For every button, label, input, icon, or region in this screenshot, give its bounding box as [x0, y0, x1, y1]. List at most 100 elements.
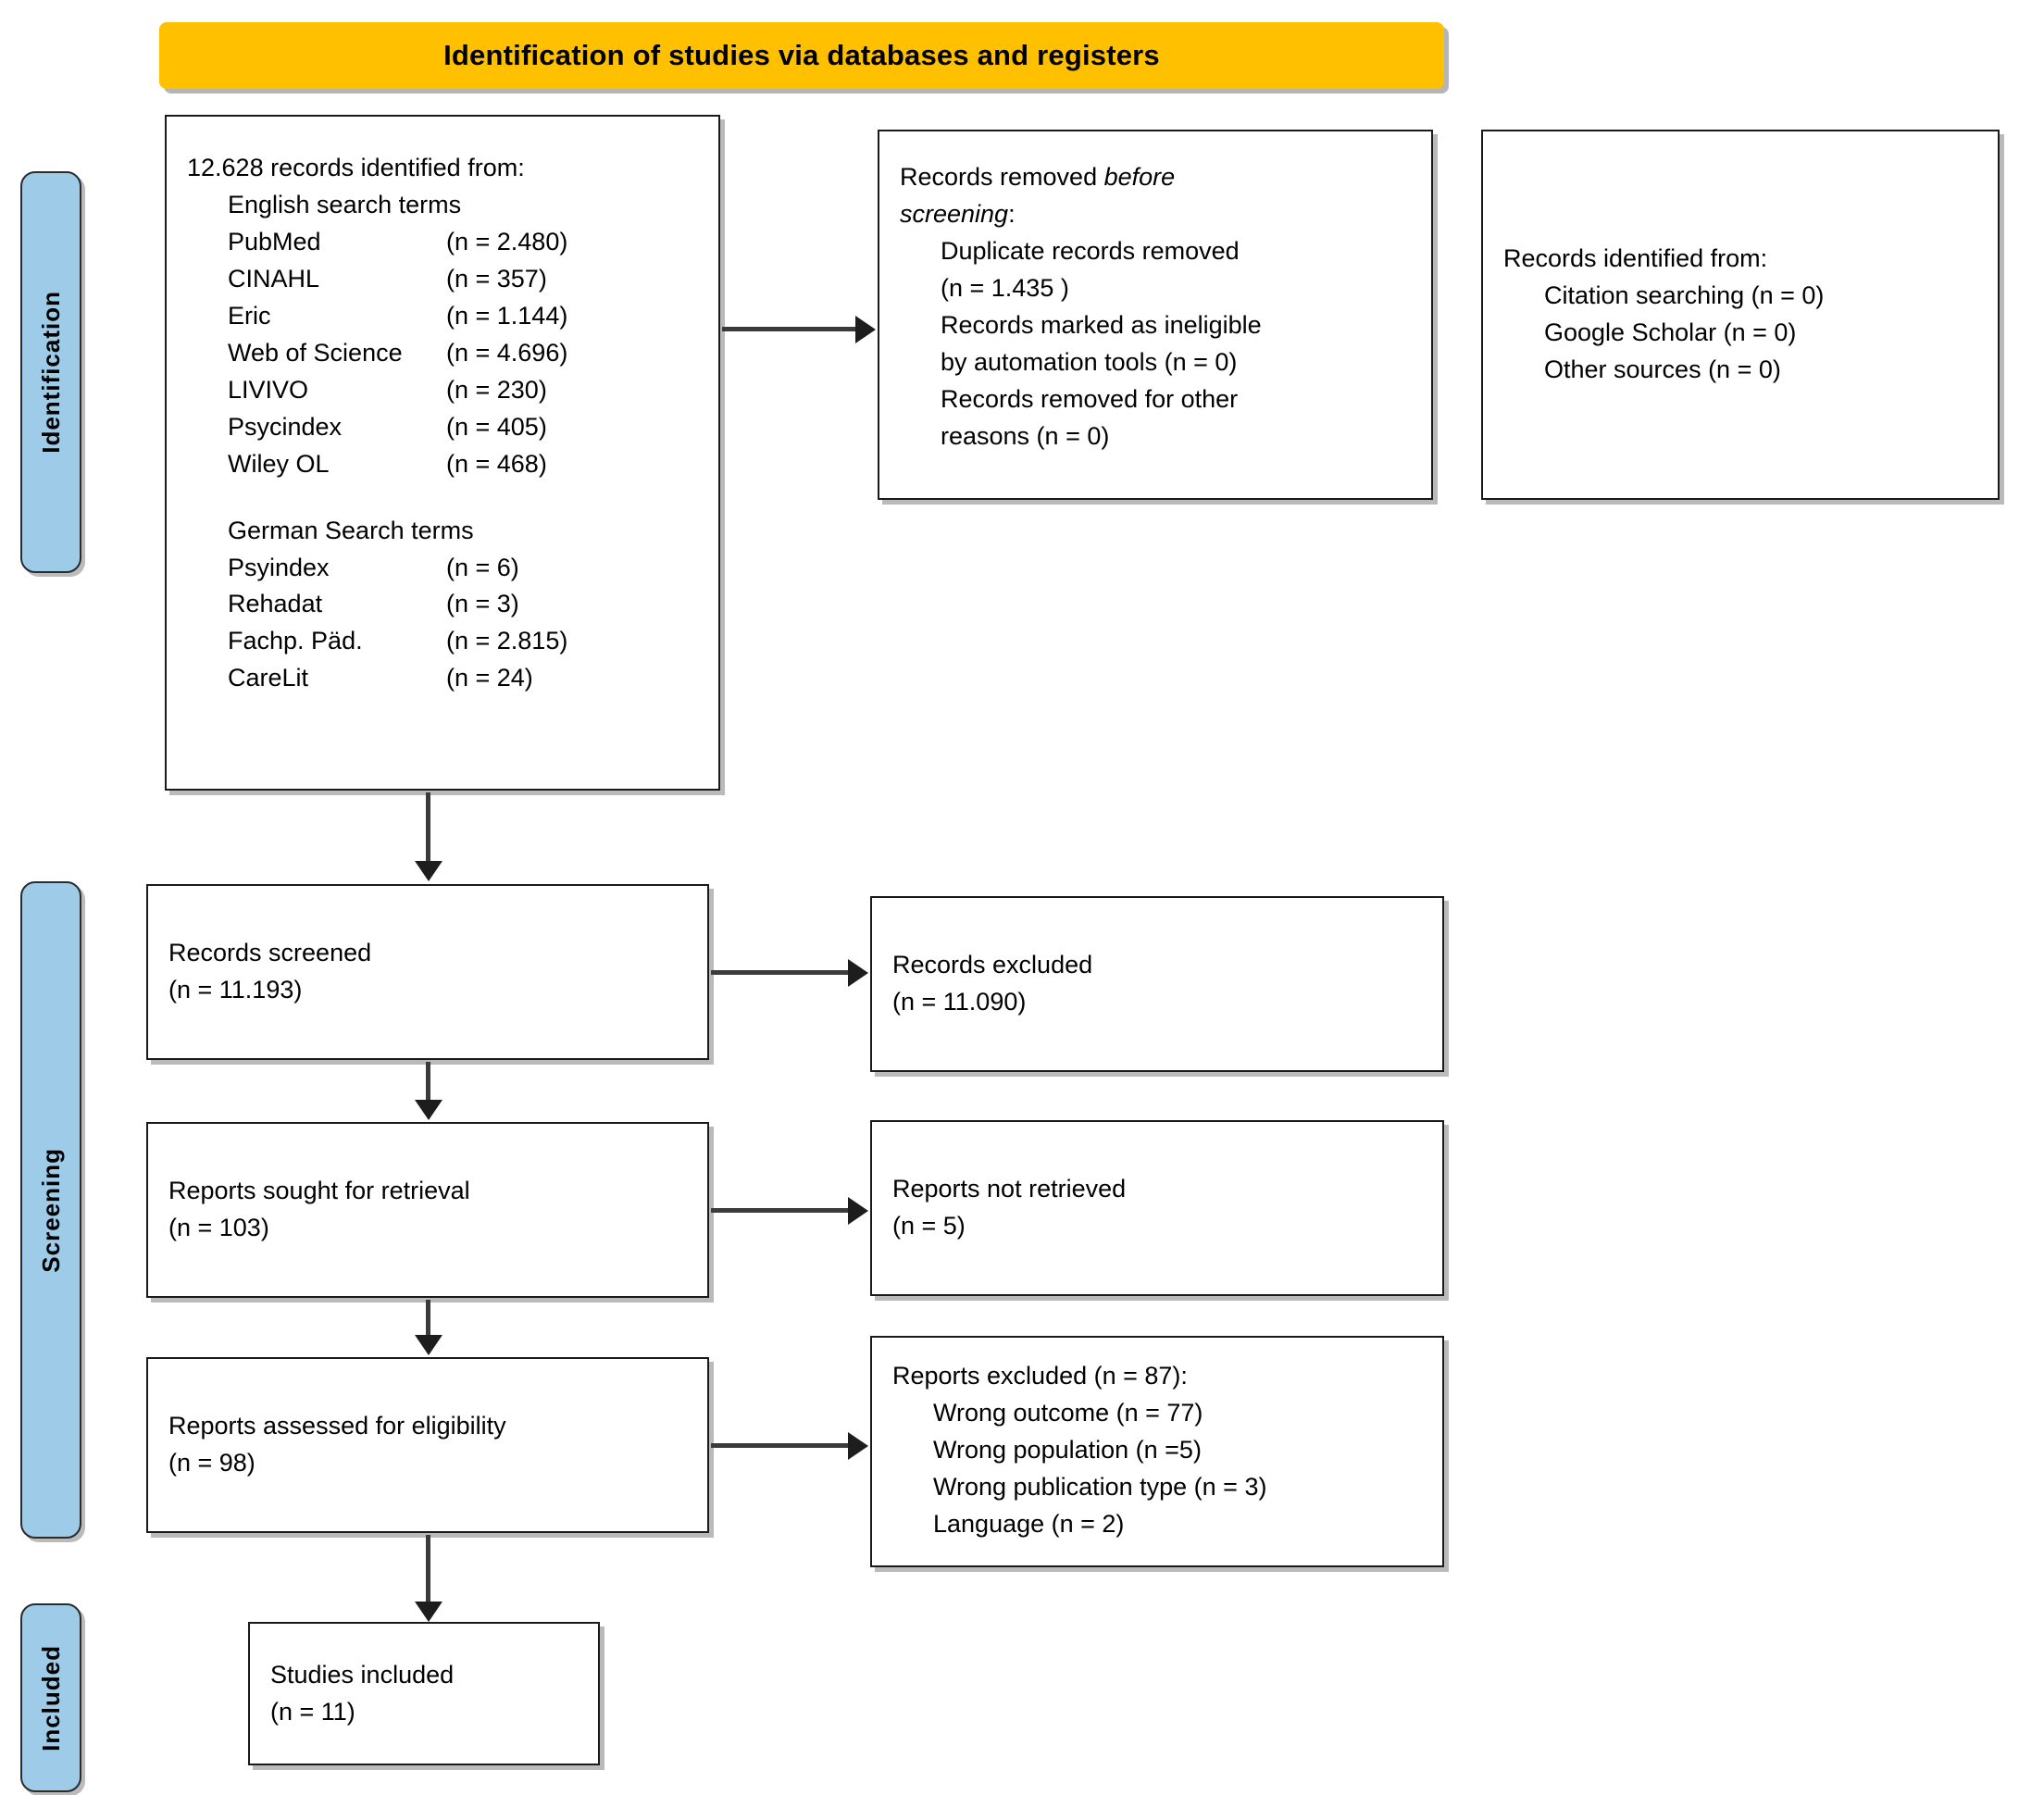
exclusion-reason: Wrong publication type (n = 3) [933, 1472, 1267, 1501]
connector-screened-to-excluded [711, 970, 850, 975]
source-row: Fachp. Päd. (n = 2.815) [187, 623, 698, 660]
connector-assessed-to-excluded [711, 1443, 850, 1448]
exclusion-reason: Wrong outcome (n = 77) [933, 1398, 1203, 1427]
phase-label-identification: Identification [20, 171, 81, 573]
identified-db-heading: 12.628 records identified from: [187, 154, 525, 181]
removed-before-heading-line2: screening: [900, 196, 1411, 233]
diagram-banner: Identification of studies via databases … [159, 22, 1444, 89]
source-name: CareLit [228, 664, 309, 692]
german-terms-heading: German Search terms [228, 516, 474, 544]
box-records-excluded: Records excluded (n = 11.090) [870, 896, 1444, 1072]
identified-other-item: Google Scholar (n = 0) [1544, 318, 1797, 346]
exclusion-reason: Language (n = 2) [933, 1509, 1125, 1538]
removed-item: Duplicate records removed [941, 236, 1240, 265]
removed-item: reasons (n = 0) [941, 421, 1110, 450]
arrow-sought-to-notretrieved [848, 1197, 868, 1225]
source-row: Wiley OL(n = 468) [187, 446, 698, 483]
studies-included-count: (n = 11) [270, 1697, 355, 1726]
connector-sought-to-notretrieved [711, 1208, 850, 1213]
reports-excluded-heading: Reports excluded (n = 87): [892, 1362, 1188, 1390]
reports-not-retrieved-label: Reports not retrieved [892, 1175, 1127, 1203]
source-row: Rehadat (n = 3) [187, 586, 698, 623]
source-count: (n = 4.696) [446, 338, 568, 367]
source-row: CareLit (n = 24) [187, 660, 698, 697]
records-excluded-label: Records excluded [892, 951, 1093, 979]
source-count: (n = 3) [446, 590, 519, 618]
phase-label-included-text: Included [36, 1644, 65, 1751]
reports-not-retrieved-count: (n = 5) [892, 1212, 966, 1240]
source-count: (n = 2.815) [446, 627, 568, 655]
reports-assessed-count: (n = 98) [168, 1449, 256, 1477]
connector-identified-to-removed [722, 327, 857, 331]
source-row: Psyindex (n = 6) [187, 550, 698, 587]
identified-other-heading: Records identified from: [1503, 244, 1768, 273]
phase-label-identification-text: Identification [36, 291, 65, 454]
connector-assessed-to-included [426, 1535, 430, 1603]
arrow-identified-to-removed [855, 316, 876, 343]
connector-sought-to-assessed [426, 1300, 430, 1337]
phase-label-screening-text: Screening [36, 1147, 65, 1273]
removed-item: Records removed for other [941, 384, 1239, 413]
removed-before-heading-part1: Records removed [900, 163, 1104, 191]
box-reports-sought-for-retrieval: Reports sought for retrieval (n = 103) [146, 1122, 709, 1298]
source-name: Wiley OL [228, 449, 330, 478]
reports-assessed-label: Reports assessed for eligibility [168, 1412, 506, 1440]
source-row: Eric (n = 1.144) [187, 298, 698, 335]
arrow-identified-to-screened [415, 861, 442, 881]
box-records-screened: Records screened (n = 11.193) [146, 884, 709, 1060]
arrow-assessed-to-included [415, 1602, 442, 1622]
exclusion-reason: Wrong population (n =5) [933, 1435, 1202, 1464]
source-row: Web of Science (n = 4.696) [187, 335, 698, 372]
arrow-assessed-to-excluded [848, 1432, 868, 1460]
records-screened-count: (n = 11.193) [168, 976, 303, 1003]
reports-sought-label: Reports sought for retrieval [168, 1177, 470, 1205]
studies-included-label: Studies included [270, 1660, 455, 1689]
english-terms-heading: English search terms [228, 190, 462, 218]
removed-before-heading-colon: : [1008, 199, 1016, 228]
source-name: Fachp. Päd. [228, 627, 363, 655]
source-count: (n = 6) [446, 553, 519, 581]
box-reports-not-retrieved: Reports not retrieved (n = 5) [870, 1120, 1444, 1296]
records-screened-label: Records screened [168, 939, 372, 967]
arrow-screened-to-sought [415, 1100, 442, 1120]
box-records-identified-other-sources: Records identified from: Citation search… [1481, 130, 2000, 500]
source-name: Psycindex [228, 412, 343, 441]
source-name: Eric [228, 301, 271, 330]
source-count: (n = 24) [446, 664, 533, 692]
identified-other-item: Citation searching (n = 0) [1544, 281, 1825, 310]
spacer [187, 483, 698, 513]
source-count: (n = 230) [446, 375, 547, 404]
arrow-sought-to-assessed [415, 1335, 442, 1355]
source-row: LIVIVO(n = 230) [187, 372, 698, 409]
removed-before-heading: Records removed before [900, 159, 1411, 196]
box-records-identified-databases: 12.628 records identified from: English … [165, 115, 720, 791]
source-row: Psycindex(n = 405) [187, 409, 698, 446]
box-records-removed-before-screening: Records removed before screening: Duplic… [878, 130, 1433, 500]
source-count: (n = 1.144) [446, 301, 568, 330]
removed-before-heading-italic2: screening [900, 199, 1009, 228]
removed-item: Records marked as ineligible [941, 310, 1262, 339]
connector-screened-to-sought [426, 1062, 430, 1103]
reports-sought-count: (n = 103) [168, 1214, 269, 1241]
identified-other-item: Other sources (n = 0) [1544, 355, 1781, 383]
box-reports-assessed-for-eligibility: Reports assessed for eligibility (n = 98… [146, 1357, 709, 1533]
source-count: (n = 357) [446, 264, 547, 293]
source-name: Psyindex [228, 553, 330, 581]
phase-label-screening: Screening [20, 881, 81, 1539]
removed-before-heading-italic1: before [1103, 163, 1176, 191]
connector-identified-to-screened [426, 792, 430, 863]
source-name: Web of Science [228, 338, 403, 367]
records-excluded-count: (n = 11.090) [892, 988, 1027, 1016]
box-reports-excluded: Reports excluded (n = 87): Wrong outcome… [870, 1336, 1444, 1567]
removed-item: (n = 1.435 ) [941, 273, 1069, 302]
source-row: CINAHL (n = 357) [187, 261, 698, 298]
banner-title: Identification of studies via databases … [443, 39, 1160, 71]
source-name: Rehadat [228, 590, 323, 618]
source-name: CINAHL [228, 264, 320, 293]
box-studies-included: Studies included (n = 11) [248, 1622, 600, 1765]
phase-label-included: Included [20, 1603, 81, 1792]
arrow-screened-to-excluded [848, 959, 868, 987]
source-count: (n = 2.480) [446, 227, 568, 256]
removed-item: by automation tools (n = 0) [941, 347, 1238, 376]
